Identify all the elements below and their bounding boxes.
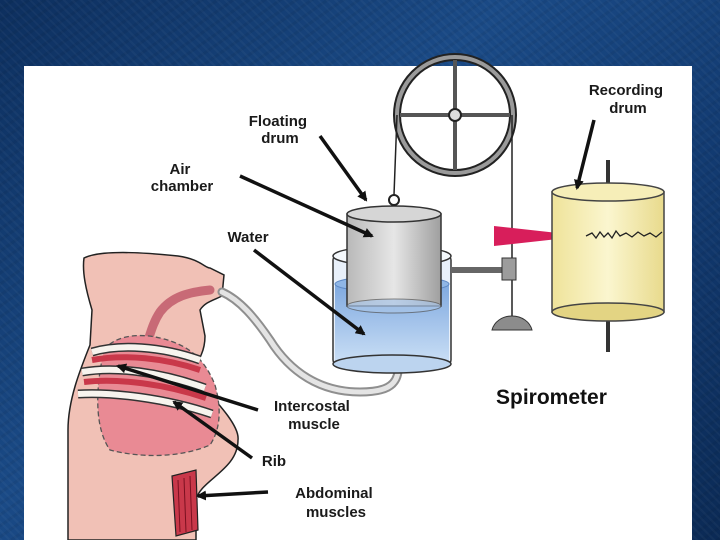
diagram-title: Spirometer (496, 386, 607, 409)
spirogram-trace (585, 229, 663, 240)
label-abdominal-muscles: Abdominal muscles (295, 485, 377, 521)
label-floating-drum: Floating drum (249, 113, 312, 147)
floating-drum (346, 194, 442, 314)
label-air-chamber: Air chamber (151, 161, 214, 195)
label-intercostal-muscle: Intercostal muscle (274, 398, 354, 433)
pulley-wheel-icon (393, 53, 517, 177)
intercostal-muscle (91, 354, 201, 373)
label-water: Water (227, 229, 268, 246)
label-recording-drum: Recording drum (589, 82, 667, 117)
label-rib: Rib (262, 453, 286, 470)
counterweight (451, 257, 533, 331)
human-torso (67, 251, 239, 540)
